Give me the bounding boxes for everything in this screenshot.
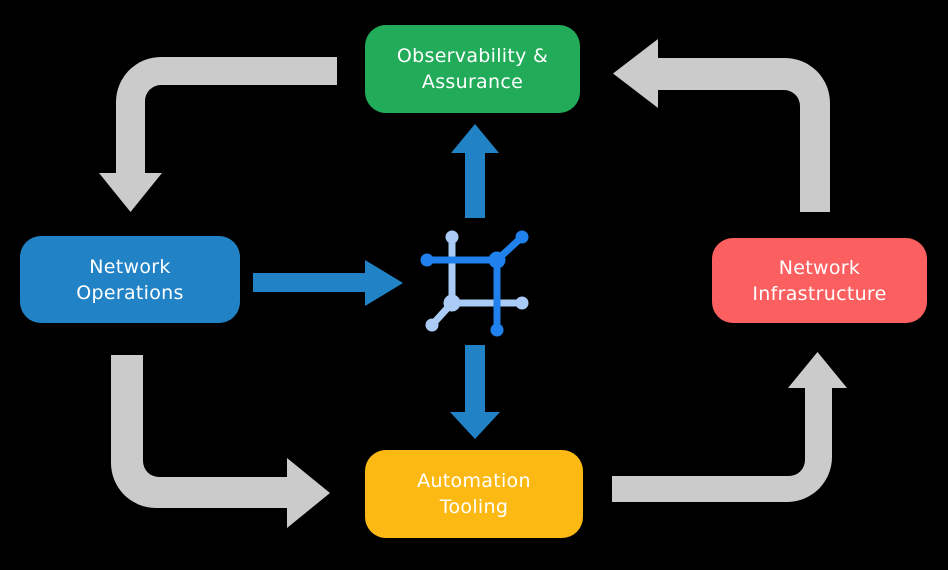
node-observability-assurance: Observability & Assurance: [365, 25, 580, 113]
node-automation-tooling-label: Automation Tooling: [417, 470, 531, 518]
network-mesh-icon-light-dots: [425, 230, 529, 332]
hub-arrow-operations-to-center: [253, 260, 403, 306]
node-observability-assurance-label: Observability & Assurance: [396, 45, 549, 93]
node-network-infrastructure-label: Network Infrastructure: [752, 256, 887, 305]
cycle-arrow-automation-to-infrastructure: [612, 352, 847, 502]
network-mesh-icon: [420, 230, 529, 337]
node-automation-tooling: Automation Tooling: [365, 450, 583, 538]
node-network-operations-label: Network Operations: [76, 255, 184, 304]
cycle-arrow-operations-to-automation: [111, 355, 330, 528]
cycle-arrow-observability-to-operations: [99, 57, 337, 212]
network-mesh-icon-dark-dots: [420, 230, 529, 337]
hub-arrow-center-to-observability: [451, 124, 499, 218]
node-network-operations: Network Operations: [20, 236, 240, 323]
cycle-arrow-infrastructure-to-observability: [613, 39, 830, 212]
node-network-infrastructure: Network Infrastructure: [712, 238, 927, 323]
hub-arrow-center-to-automation: [450, 345, 500, 439]
